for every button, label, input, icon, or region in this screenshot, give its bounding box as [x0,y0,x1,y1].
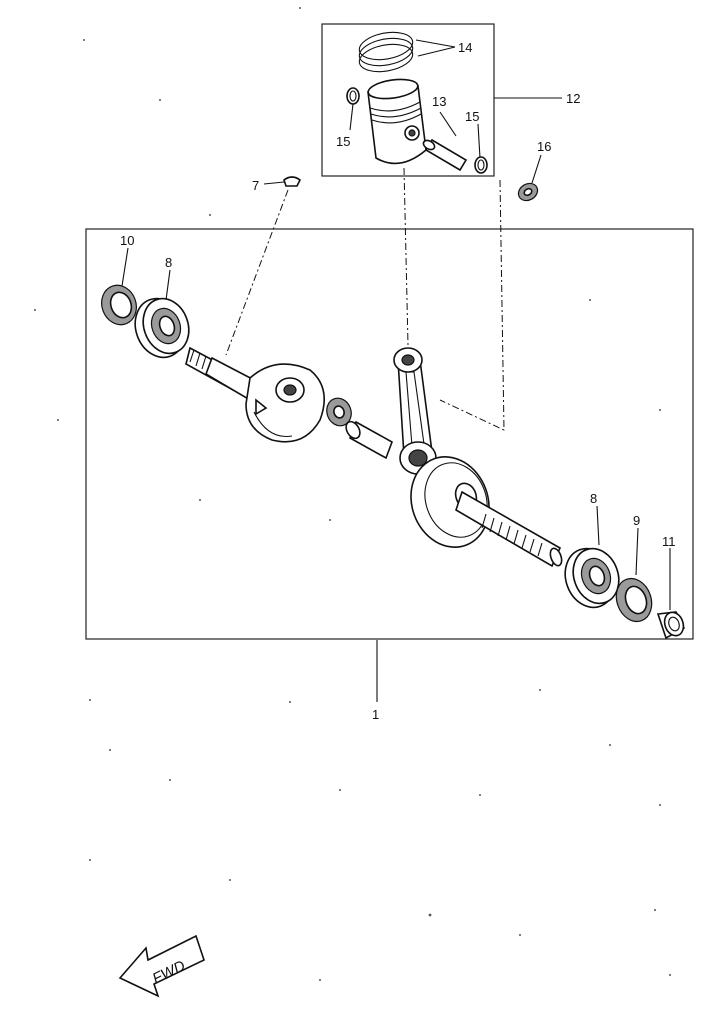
callout-12: 12 [566,91,580,106]
connecting-rod [393,347,437,475]
piston-pin [422,138,468,172]
piston-rings [358,31,414,73]
callout-8-right: 8 [590,491,597,506]
callout-8-left: 8 [165,255,172,270]
piston-assembly-frame [321,23,495,177]
circlip-left [346,87,360,105]
crank-pin [345,420,393,460]
callout-15-right: 15 [465,109,479,124]
leader-lines [121,39,671,702]
crankshaft-assembly-frame [85,228,694,640]
crankshaft-left-half [185,346,326,443]
circlip-right [474,156,488,174]
callout-1: 1 [372,707,379,722]
callout-15-left: 15 [336,134,350,149]
assembly-lines [225,167,505,431]
callout-14: 14 [458,40,472,55]
callout-11: 11 [662,534,676,549]
scan-specks [34,7,671,981]
piston [367,78,427,165]
callout-7: 7 [252,178,259,193]
oil-seal-right [615,577,653,623]
bearing-left [134,297,190,359]
callout-16: 16 [537,139,551,154]
oil-seal-left [101,284,137,326]
forward-direction-arrow: FWD [118,934,205,998]
small-end-bearing [517,182,539,202]
big-end-bearing [326,397,352,427]
callout-9: 9 [633,513,640,528]
callout-labels: 14 12 13 15 15 16 7 10 8 8 9 11 1 [120,40,676,722]
collar [656,611,686,640]
woodruff-key [283,176,302,187]
crankshaft-right-half [410,456,563,568]
callout-13: 13 [432,94,446,109]
callout-10: 10 [120,233,134,248]
bearing-right [564,547,620,609]
